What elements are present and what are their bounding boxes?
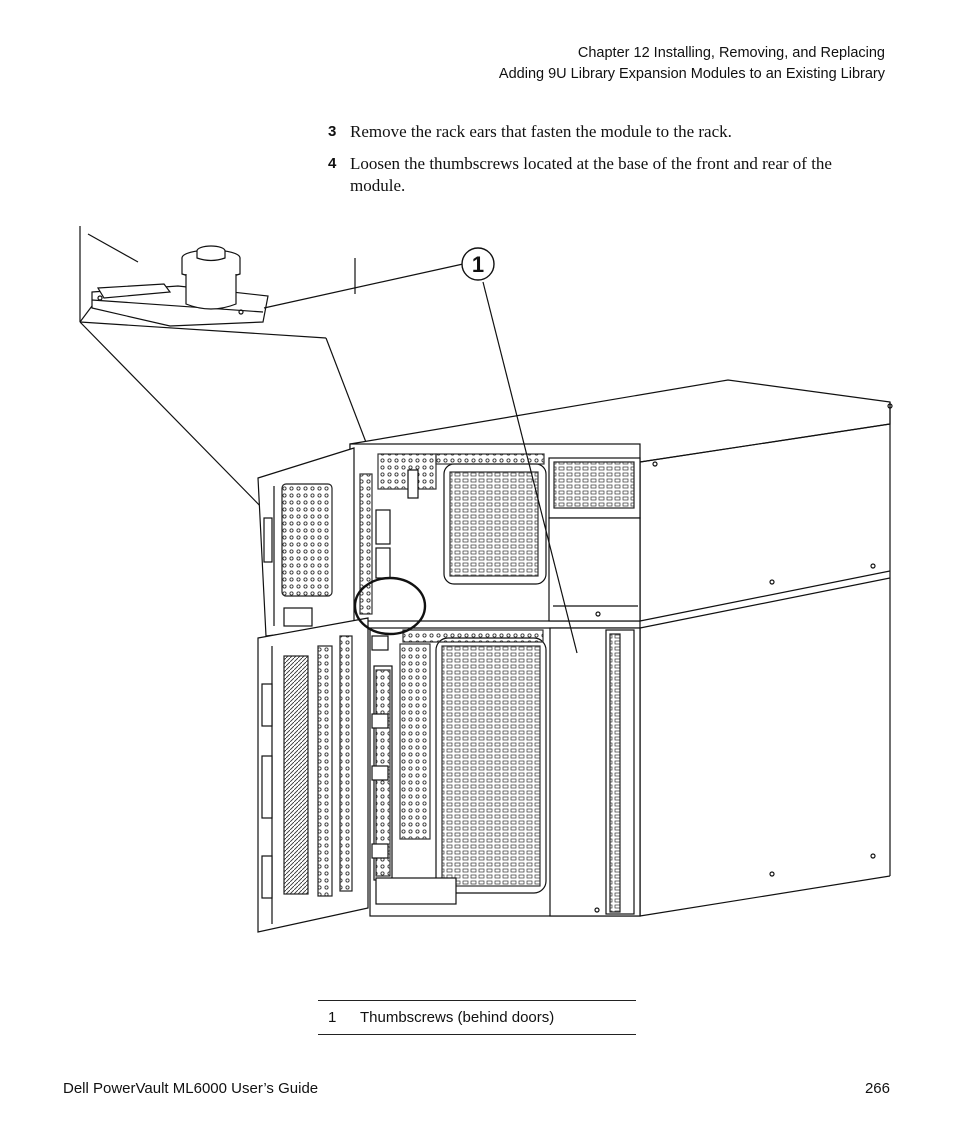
library-chassis — [257, 379, 893, 933]
footer-guide-title: Dell PowerVault ML6000 User’s Guide — [63, 1080, 319, 1097]
step-number: 4 — [328, 155, 337, 172]
callout-leaders — [263, 263, 578, 654]
thumbscrew-highlight — [353, 576, 427, 636]
step-4: 4 Loosen the thumbscrews located at the … — [328, 153, 888, 197]
callout-number: 1 — [472, 252, 484, 277]
procedure-steps: 3 Remove the rack ears that fasten the m… — [328, 121, 888, 207]
step-3: 3 Remove the rack ears that fasten the m… — [328, 121, 888, 143]
figure-legend: 1 Thumbscrews (behind doors) — [318, 1000, 636, 1035]
step-text: Loosen the thumbscrews located at the ba… — [350, 154, 832, 195]
running-header: Chapter 12 Installing, Removing, and Rep… — [499, 43, 885, 85]
step-number: 3 — [328, 123, 337, 140]
step-text: Remove the rack ears that fasten the mod… — [350, 122, 732, 141]
library-module-illustration: 1 — [79, 226, 893, 933]
rack-ear-inset — [79, 226, 419, 613]
legend-number: 1 — [328, 1009, 337, 1026]
legend-label: Thumbscrews (behind doors) — [360, 1009, 555, 1026]
callout-marker: 1 — [461, 247, 495, 281]
chapter-title: Chapter 12 Installing, Removing, and Rep… — [577, 45, 885, 61]
page-number: 266 — [864, 1080, 890, 1097]
section-title: Adding 9U Library Expansion Modules to a… — [498, 66, 885, 82]
